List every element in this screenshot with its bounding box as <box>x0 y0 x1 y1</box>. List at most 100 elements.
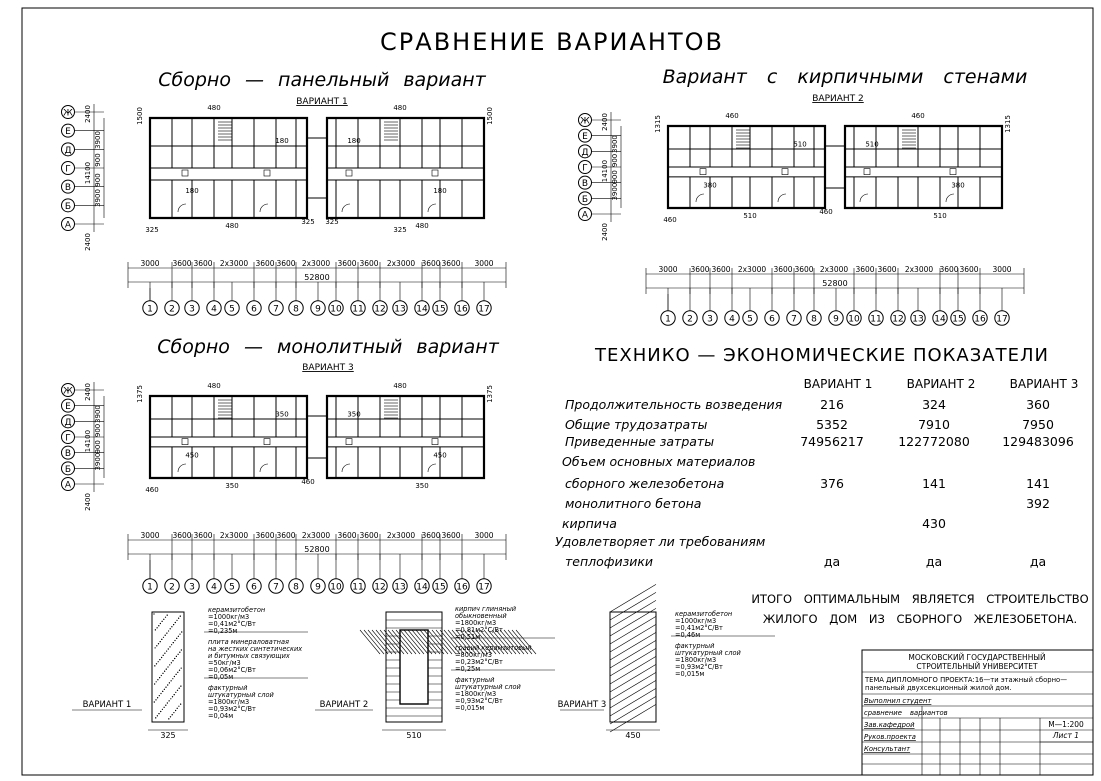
axis-number-bubble <box>372 578 388 594</box>
section-note: =0,46м <box>675 631 700 639</box>
core-hatch <box>359 629 381 655</box>
core-hatch <box>427 629 449 655</box>
axis-number-bubble <box>454 578 470 594</box>
core-hatch <box>491 629 513 655</box>
plan-room-label: 480 <box>393 104 406 112</box>
section-hatch-dot <box>165 686 167 688</box>
section-note: керамзитобетон <box>208 606 266 614</box>
section-note: гравий керамзитовый <box>455 644 532 652</box>
section-note: и битумных связующих <box>208 652 290 660</box>
section-hatch-dot <box>160 710 162 713</box>
plan-dim-text: 3600 <box>172 531 191 540</box>
tb-theme-1: ТЕМА ДИПЛОМНОГО ПРОЕКТА:16—ти этажный сб… <box>864 676 1067 684</box>
axis-number: 4 <box>211 305 217 315</box>
tep-heading: ТЕХНИКО — ЭКОНОМИЧЕСКИЕ ПОКАЗАТЕЛИ <box>594 345 1049 366</box>
axis-number-bubble <box>950 310 966 326</box>
tep-value-v1: да <box>824 554 840 569</box>
plan-room-label: 460 <box>819 208 832 216</box>
axis-number: 11 <box>870 315 881 325</box>
axis-number-bubble <box>392 578 408 594</box>
plan-room-label: 460 <box>911 112 924 120</box>
tb-consultant: Консультант <box>864 745 911 753</box>
core-hatch <box>479 629 501 655</box>
tep-row-label: сборного железобетона <box>565 476 724 491</box>
plan-dim-text: 3000 <box>658 265 677 274</box>
axis-number: 7 <box>273 305 279 315</box>
plan-fixture <box>263 438 271 445</box>
plan-section-left <box>148 116 309 220</box>
plan-door-swing <box>427 463 437 473</box>
section-note: =0,93м2°С/Вт <box>675 663 723 671</box>
axis-number: 3 <box>189 583 195 593</box>
section-hatch-dot <box>175 673 177 676</box>
axis-number-bubble <box>184 300 200 316</box>
tep-value-v1: 376 <box>820 476 844 491</box>
axis-letter: Г <box>582 164 588 174</box>
section-note: фактурный <box>675 642 715 650</box>
tep-col-2: ВАРИАНТ 2 <box>907 377 976 391</box>
section-hatch-line <box>609 600 657 629</box>
axis-number: 9 <box>315 583 321 593</box>
plan-dim-text: 3600 <box>441 259 460 268</box>
section-hatch-dot <box>171 644 173 646</box>
axis-number-bubble <box>246 300 262 316</box>
plan-stair <box>736 129 750 149</box>
plan-room-label: 480 <box>393 382 406 390</box>
plan-room-label: 480 <box>207 382 220 390</box>
plan-section-right <box>843 124 1004 210</box>
axis-number-bubble <box>932 310 948 326</box>
plan-door-swing <box>859 193 869 203</box>
axis-letter: Е <box>65 402 71 412</box>
tb-theme-2: панельный двухсекционный жилой дом. <box>865 684 1012 692</box>
plan-dim-text: 3000 <box>474 259 493 268</box>
axis-number: 1 <box>665 315 671 325</box>
axis-number: 15 <box>434 305 445 315</box>
section-hatch-dot <box>178 617 180 619</box>
core-hatch <box>459 629 481 655</box>
tep-value-v2: 7910 <box>918 417 950 432</box>
plan-dim-text: 3600 <box>359 259 378 268</box>
plan-room-label: 460 <box>301 478 314 486</box>
plan-vdim-text: 900 <box>611 154 619 167</box>
section-hatch-line <box>609 656 657 685</box>
section-hatch-dot <box>179 651 181 653</box>
section-hatch-dot <box>162 654 164 656</box>
section-note: =1800кг/м3 <box>455 619 496 627</box>
tep-row-label: монолитного бетона <box>565 496 701 511</box>
axis-number: 14 <box>934 315 946 325</box>
section-width: 510 <box>406 731 421 740</box>
plan-room-label: 510 <box>865 141 878 149</box>
axis-number: 16 <box>974 315 986 325</box>
axis-number-bubble <box>372 300 388 316</box>
plan-door-swing <box>777 193 787 203</box>
plan-vdim-text: 2400 <box>84 493 92 511</box>
plan-vdim-text: 2400 <box>601 223 609 241</box>
section-hatch-dot <box>155 663 158 665</box>
section-hatch-dot <box>163 618 165 620</box>
plan-dim-text: 3600 <box>711 265 730 274</box>
axis-number-bubble <box>206 578 222 594</box>
section-hatch-line <box>609 696 657 725</box>
plan-section-right <box>325 116 486 220</box>
section-note: керамзитобетон <box>675 610 733 618</box>
core-hatch <box>463 629 485 655</box>
axis-number-bubble <box>994 310 1010 326</box>
plan-vdim-text: 900 <box>611 170 619 183</box>
axis-letter: В <box>582 179 588 189</box>
axis-letter: Б <box>65 465 71 475</box>
axis-number-bubble <box>660 310 676 326</box>
axis-number: 13 <box>394 583 405 593</box>
axis-number: 5 <box>229 305 235 315</box>
section-hatch-dot <box>173 624 175 626</box>
section-hatch-dot <box>157 643 160 645</box>
section-note: штукатурный слой <box>675 649 742 657</box>
plan1-variant: ВАРИАНТ 1 <box>296 97 348 107</box>
section-note: кирпич глиняный <box>455 605 517 613</box>
core-hatch <box>371 629 393 655</box>
section-hatch-line <box>609 608 657 637</box>
plan-room-label: 480 <box>225 222 238 230</box>
section-hatch-dot <box>168 718 170 720</box>
tep-value-v1: 74956217 <box>800 434 864 449</box>
axis-number-bubble <box>476 578 492 594</box>
